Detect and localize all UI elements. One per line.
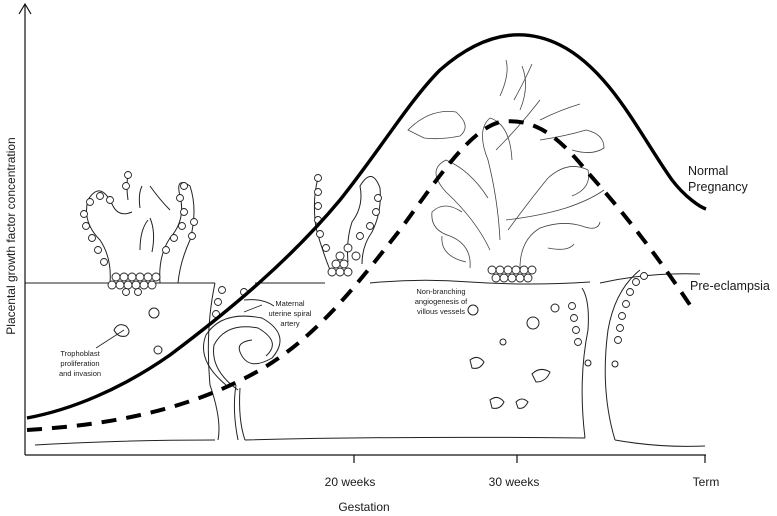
- trophoblast-label-line3: and invasion: [59, 369, 101, 378]
- spiral-artery-pointer: [243, 304, 263, 313]
- scattered-cells: [113, 303, 619, 409]
- angiogenesis-annotation: Non-branching angiogenesis of villous ve…: [415, 287, 468, 316]
- preeclampsia-curve: [26, 119, 694, 432]
- trophoblast-label-line2: proliferation: [60, 359, 99, 368]
- y-axis-arrow: [18, 2, 32, 15]
- y-axis-label: Placental growth factor concentration: [4, 137, 18, 334]
- preeclampsia-label: Pre-eclampsia: [690, 279, 770, 293]
- tick-label-20-weeks: 20 weeks: [325, 475, 376, 489]
- tick-label-term: Term: [693, 475, 720, 489]
- trophoblast-label-line1: Trophoblast: [60, 349, 100, 358]
- spiral-artery-label-line2: uterine spiral: [269, 309, 312, 318]
- tick-label-30-weeks: 30 weeks: [489, 475, 540, 489]
- trophoblast-pointer: [95, 329, 125, 349]
- angiogenesis-label-line2: angiogenesis of: [415, 297, 468, 306]
- axes: [18, 2, 706, 463]
- normal-pregnancy-label-line1: Normal: [688, 164, 728, 178]
- x-axis-label: Gestation: [338, 500, 389, 514]
- angiogenesis-label-line3: villous vessels: [417, 307, 465, 316]
- normal-pregnancy-curve: [26, 33, 707, 420]
- angiogenesis-label-line1: Non-branching: [416, 287, 465, 296]
- spiral-artery-label-line3: artery: [280, 319, 299, 328]
- spiral-artery-label-line1: Maternal: [275, 299, 305, 308]
- trophoblast-annotation: Trophoblast proliferation and invasion: [59, 349, 101, 378]
- spiral-artery-annotation: Maternal uterine spiral artery: [269, 299, 312, 328]
- tissue-illustration: [25, 59, 706, 447]
- normal-pregnancy-label-line2: Pregnancy: [688, 180, 749, 194]
- trophoblast-cells: [80, 171, 648, 346]
